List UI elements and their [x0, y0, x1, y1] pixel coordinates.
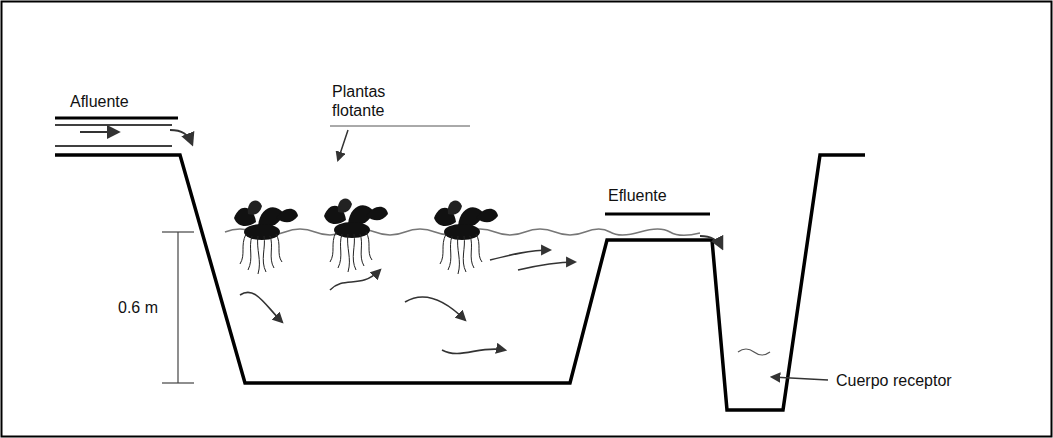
depth-dimension: 0.6 m — [118, 298, 178, 317]
outlet-label: Efluente — [608, 186, 708, 205]
inlet-label: Afluente — [70, 92, 170, 111]
plants-label: Plantas flotante — [332, 82, 412, 120]
receiver-label: Cuerpo receptor — [836, 371, 986, 390]
